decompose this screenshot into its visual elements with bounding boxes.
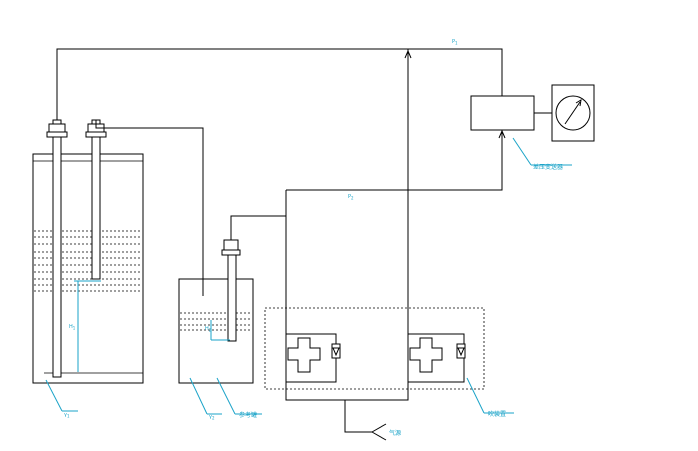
tank2-label: γ2 [209,414,215,421]
piping [56,48,506,441]
blowing-unit-left [285,333,341,383]
blowing-device-leader: 吹装置 [466,377,514,418]
blowing-device-label: 吹装置 [488,410,506,418]
h2-dimension: H2 [205,320,230,341]
transmitter-leader: 差压变送器 [512,137,572,171]
tank1-leader: γ1 [45,379,78,419]
h1-dimension: H1 [69,280,101,372]
reference-leader: 参考罐 [216,377,262,419]
dip-tube-2 [85,119,107,280]
reference-tank [178,239,254,384]
blowing-device [264,307,485,390]
tank2-leader: γ2 [189,377,222,421]
h2-label: H2 [205,326,212,333]
p1-label: P1 [452,39,458,46]
blowing-unit-right [407,333,466,383]
main-tank-liquid-layers [34,230,142,292]
reference-label: 参考罐 [239,411,257,419]
main-tank [32,153,144,384]
tank1-label: γ1 [64,412,70,419]
differential-pressure-transmitter [470,95,552,131]
air-source-label: 气源 [389,429,401,437]
dip-tube-1 [46,119,68,378]
p2-label: P2 [348,194,354,201]
transmitter-label: 差压变送器 [533,163,563,171]
h1-label: H1 [69,324,76,331]
reference-tank-liquid-layers [180,312,252,331]
pressure-gauge [551,84,595,142]
